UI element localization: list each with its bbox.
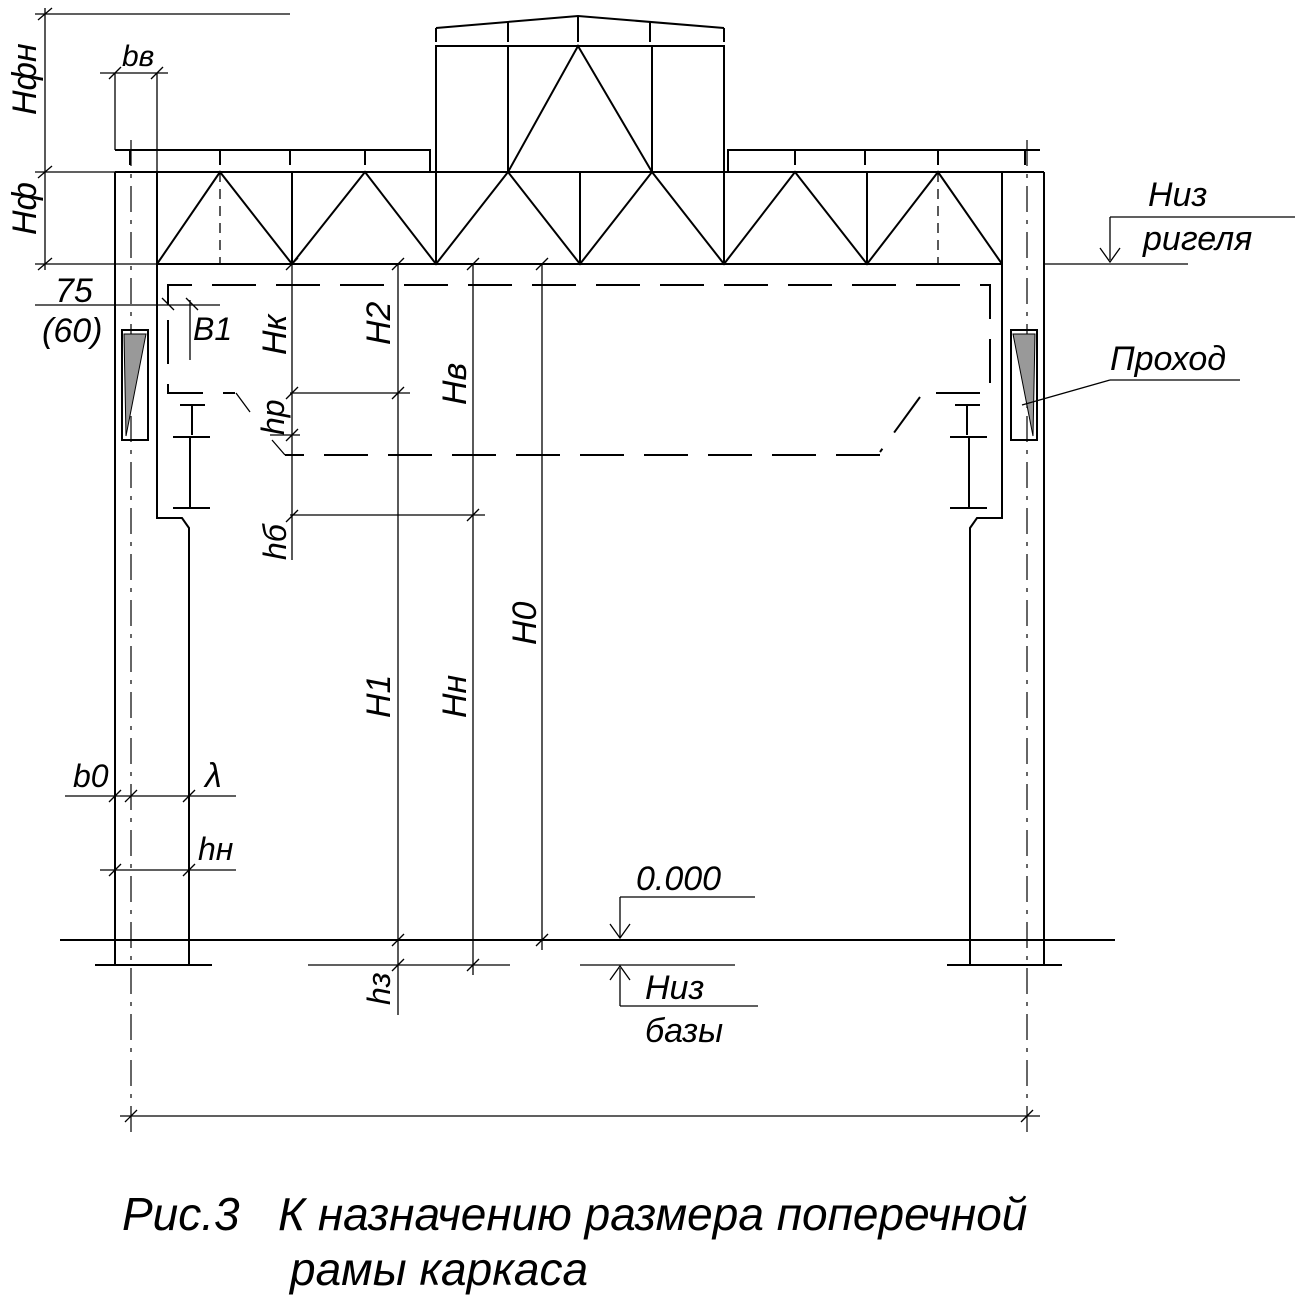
label-h2: H2 xyxy=(360,301,398,345)
label-h-n: Hн xyxy=(436,674,474,718)
label-lambda: λ xyxy=(203,757,222,795)
label-h0: H0 xyxy=(506,601,544,645)
dimension-labels: Hфн bв Hф 75 (60) B1 Hк H2 Hв hр hб H0 H… xyxy=(6,40,544,1005)
label-b0: b0 xyxy=(73,758,109,794)
note-niz-bazy-1: Низ xyxy=(645,969,704,1007)
lantern-frame xyxy=(435,43,725,173)
label-h-b: hб xyxy=(257,523,293,560)
label-offset-60: (60) xyxy=(42,312,102,350)
figure-caption: Рис.3 К назначению размера поперечной ра… xyxy=(122,1188,1027,1295)
label-h-f: Hф xyxy=(6,182,44,235)
note-niz-rigelya-2: ригеля xyxy=(1142,220,1252,258)
dimension-lines xyxy=(35,7,1040,1123)
label-h-fn: Hфн xyxy=(6,43,44,115)
note-zero-mark: 0.000 xyxy=(636,860,721,898)
label-h-n-small: hн xyxy=(198,831,233,867)
ground-lines xyxy=(60,939,1115,966)
level-markers xyxy=(609,216,1295,1007)
right-column xyxy=(947,140,1062,1135)
caption-line-2: рамы каркаса xyxy=(288,1243,588,1295)
label-b1: B1 xyxy=(193,311,232,347)
label-h-v: Hв xyxy=(436,363,474,405)
label-h-k: Hк xyxy=(256,312,294,355)
note-niz-rigelya-1: Низ xyxy=(1148,176,1207,214)
note-prohod: Проход xyxy=(1110,340,1226,378)
label-h-z: hз xyxy=(361,972,397,1005)
label-b-v: bв xyxy=(122,40,154,73)
label-offset-75: 75 xyxy=(55,272,93,310)
caption-line-1: Рис.3 К назначению размера поперечной xyxy=(122,1188,1027,1240)
notes: Низ ригеля Проход 0.000 Низ базы xyxy=(636,176,1252,1050)
label-h-r: hр xyxy=(255,399,291,435)
crane-clearance xyxy=(167,284,991,456)
roof-truss xyxy=(156,170,1003,266)
label-h1: H1 xyxy=(360,675,398,718)
roof-panels xyxy=(115,14,1040,172)
note-niz-bazy-2: базы xyxy=(645,1012,723,1050)
left-column xyxy=(95,140,212,1135)
